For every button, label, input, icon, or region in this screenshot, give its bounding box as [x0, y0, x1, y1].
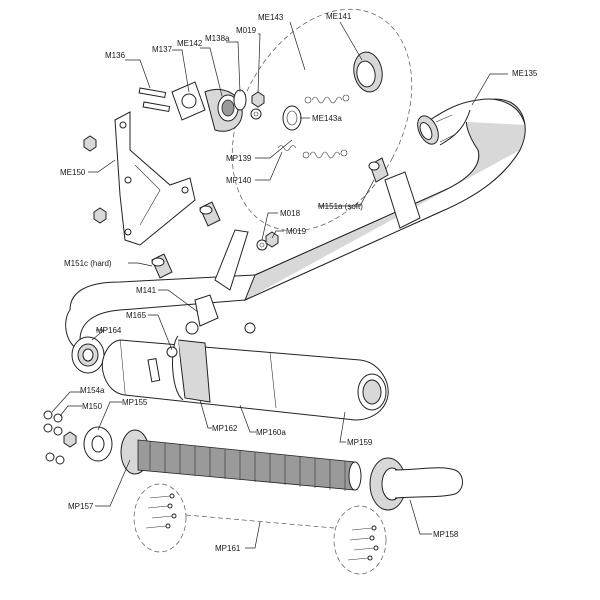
label-m154a: M154a [80, 386, 105, 395]
label-m018: M018 [280, 209, 301, 218]
springs-group-outline [231, 8, 413, 232]
leader-lines [51, 21, 508, 549]
exhaust-flange-group [171, 81, 247, 132]
label-m019-top: M019 [236, 26, 257, 35]
label-mp139: MP139 [226, 154, 252, 163]
label-me143a: ME143a [312, 114, 342, 123]
header-pipe-me135 [244, 98, 526, 301]
studs-m136 [138, 87, 171, 113]
label-m151c: M151c (hard) [64, 259, 112, 268]
label-mp158: MP158 [433, 530, 459, 539]
label-mp155: MP155 [122, 398, 148, 407]
label-mp157: MP157 [68, 502, 94, 511]
perforated-core-assembly [83, 426, 362, 491]
label-mp164: MP164 [96, 326, 122, 335]
label-me142: ME142 [177, 39, 203, 48]
label-me150: ME150 [60, 168, 86, 177]
label-mp159: MP159 [347, 438, 373, 447]
label-m150: M150 [82, 402, 103, 411]
label-m151a: M151a (soft) [318, 202, 363, 211]
nuts [43, 91, 279, 465]
end-cap-me141 [353, 51, 383, 93]
bracket-me150 [114, 111, 196, 246]
label-mp162: MP162 [212, 424, 238, 433]
label-m137: M137 [152, 45, 173, 54]
label-me141: ME141 [326, 12, 352, 21]
label-m165: M165 [126, 311, 147, 320]
label-mp160a: MP160a [256, 428, 286, 437]
label-me135: ME135 [512, 69, 538, 78]
rivet-groups-mp161 [133, 483, 387, 575]
end-cap-mp158 [369, 457, 463, 511]
label-m138a: M138a [205, 34, 230, 43]
part-labels: ME143 ME141 M136 M137 ME142 M138a M019 M… [60, 12, 538, 553]
rubber-mounts [151, 157, 421, 279]
springs [277, 94, 350, 159]
label-m019-mid: M019 [286, 227, 307, 236]
label-mp161: MP161 [215, 544, 241, 553]
clamp-hardware [147, 229, 256, 383]
label-m136: M136 [105, 51, 126, 60]
label-me143: ME143 [258, 13, 284, 22]
silencer-body [101, 335, 389, 421]
label-mp140: MP140 [226, 176, 252, 185]
label-m141: M141 [136, 286, 157, 295]
